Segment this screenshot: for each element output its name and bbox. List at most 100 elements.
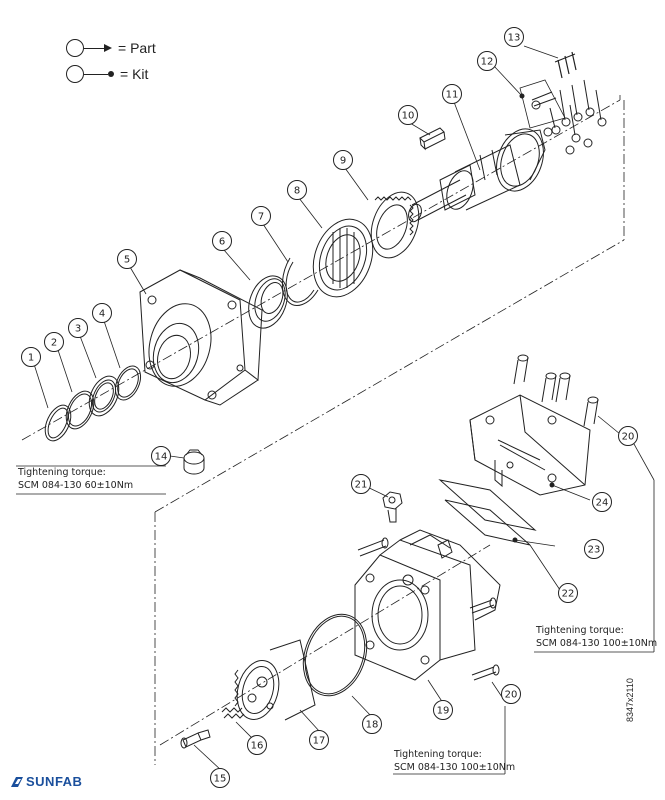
callout-number-20: 20	[622, 432, 635, 443]
callout-circle	[247, 735, 267, 755]
brand-name: SUNFAB	[26, 774, 83, 789]
legend-part-label: = Part	[118, 40, 156, 56]
part-5-front-flange	[139, 269, 263, 406]
callout-number-8: 8	[294, 186, 300, 197]
callout-circle	[117, 249, 137, 269]
callout-circle	[333, 150, 353, 170]
torque-note-value: SCM 084-130 60±10Nm	[18, 480, 134, 491]
callout-circle	[504, 27, 524, 47]
callout-circle	[92, 303, 112, 323]
callout-number-2: 2	[51, 338, 57, 349]
part-22-seal-plate	[444, 499, 531, 546]
end-cover-bolts	[513, 354, 599, 427]
callout-number-13: 13	[508, 33, 521, 44]
callout-circle	[558, 583, 578, 603]
leader-terminators	[512, 93, 555, 543]
torque-note-value: SCM 084-130 100±10Nm	[536, 638, 658, 649]
torque-note-value: SCM 084-130 100±10Nm	[394, 762, 516, 773]
part-2-ring	[65, 390, 95, 430]
callout-circle	[592, 492, 612, 512]
callout-circle	[477, 51, 497, 71]
sunfab-logo-icon	[11, 776, 23, 787]
callout-number-7: 7	[258, 212, 264, 223]
callout-circle	[210, 768, 230, 788]
part-18-o-ring	[302, 613, 368, 697]
callout-circle	[44, 332, 64, 352]
callout-number-22: 22	[562, 589, 575, 600]
callout-circle	[212, 231, 232, 251]
legend-kit-circle-icon	[66, 65, 84, 83]
legend-kit-line	[84, 73, 108, 75]
part-8-bearing	[312, 218, 374, 298]
callout-circle	[398, 105, 418, 125]
torque-note-housing: Tightening torque: SCM 084-130 100±10Nm	[394, 748, 515, 774]
callout-number-16: 16	[251, 741, 264, 752]
callout-number-11: 11	[446, 90, 459, 101]
callout-number-1: 1	[28, 353, 34, 364]
part-16-spring	[221, 707, 245, 719]
callout-number-18: 18	[366, 720, 379, 731]
callout-number-5: 5	[124, 255, 130, 266]
part-24-end-cover	[469, 394, 591, 496]
legend-kit: = Kit	[66, 64, 148, 84]
callout-number-14: 14	[155, 452, 168, 463]
callout-circle	[442, 84, 462, 104]
flange-bolts	[543, 79, 607, 155]
part-19-housing	[354, 529, 501, 681]
part-14-plug	[183, 449, 205, 475]
part-4-ring	[114, 365, 142, 401]
part-23-gasket	[438, 479, 537, 531]
part-15-valve	[180, 729, 211, 749]
document-number: 8347x2110	[625, 678, 635, 722]
callout-number-24: 24	[596, 498, 609, 509]
callout-circle	[584, 539, 604, 559]
callout-circle	[287, 180, 307, 200]
callout-circle	[21, 347, 41, 367]
part-21-nut	[382, 491, 403, 523]
part-12-screw-kit	[519, 79, 566, 129]
housing-bolts	[357, 537, 500, 681]
callout-number-12: 12	[481, 57, 494, 68]
part-3-seal	[88, 375, 120, 417]
part-11-output-shaft	[408, 128, 546, 223]
torque-note-title: Tightening torque:	[536, 625, 624, 636]
sunfab-logo: SUNFAB	[10, 774, 82, 789]
callout-circle	[362, 714, 382, 734]
assembly-axis-lines	[21, 95, 625, 765]
callout-circle	[68, 318, 88, 338]
part-9-toothed-washer	[370, 191, 420, 259]
part-7-snap-ring	[281, 257, 319, 306]
legend-part-circle-icon	[66, 39, 84, 57]
torque-note-title: Tightening torque:	[394, 749, 482, 760]
callout-circle	[618, 426, 638, 446]
callout-number-4: 4	[99, 309, 105, 320]
callout-number-19: 19	[437, 706, 450, 717]
callout-circle	[151, 446, 171, 466]
callout-number-15: 15	[214, 774, 227, 785]
torque-note-title: Tightening torque:	[18, 467, 106, 478]
callout-number-10: 10	[402, 111, 415, 122]
torque-note-end-cover: Tightening torque: SCM 084-130 100±10Nm	[536, 624, 657, 650]
legend-part-line	[84, 47, 104, 49]
part-17-gear-set	[234, 639, 316, 721]
callout-circle	[251, 206, 271, 226]
callout-number-17: 17	[313, 736, 326, 747]
callout-number-6: 6	[219, 237, 225, 248]
callout-number-20: 20	[505, 690, 518, 701]
part-1-retaining-ring	[44, 404, 72, 442]
part-6-bearing	[248, 275, 288, 329]
callout-number-23: 23	[588, 545, 601, 556]
leader-lines	[16, 45, 655, 775]
callout-circle	[309, 730, 329, 750]
torque-note-plug: Tightening torque: SCM 084-130 60±10Nm	[18, 466, 133, 492]
callout-number-21: 21	[355, 480, 368, 491]
callout-number-3: 3	[75, 324, 81, 335]
legend-arrow-icon	[104, 44, 112, 52]
part-10-key	[419, 127, 446, 151]
callout-circle	[433, 700, 453, 720]
legend-dot-icon	[108, 71, 114, 77]
legend-part: = Part	[66, 38, 156, 58]
legend-kit-label: = Kit	[120, 66, 149, 82]
